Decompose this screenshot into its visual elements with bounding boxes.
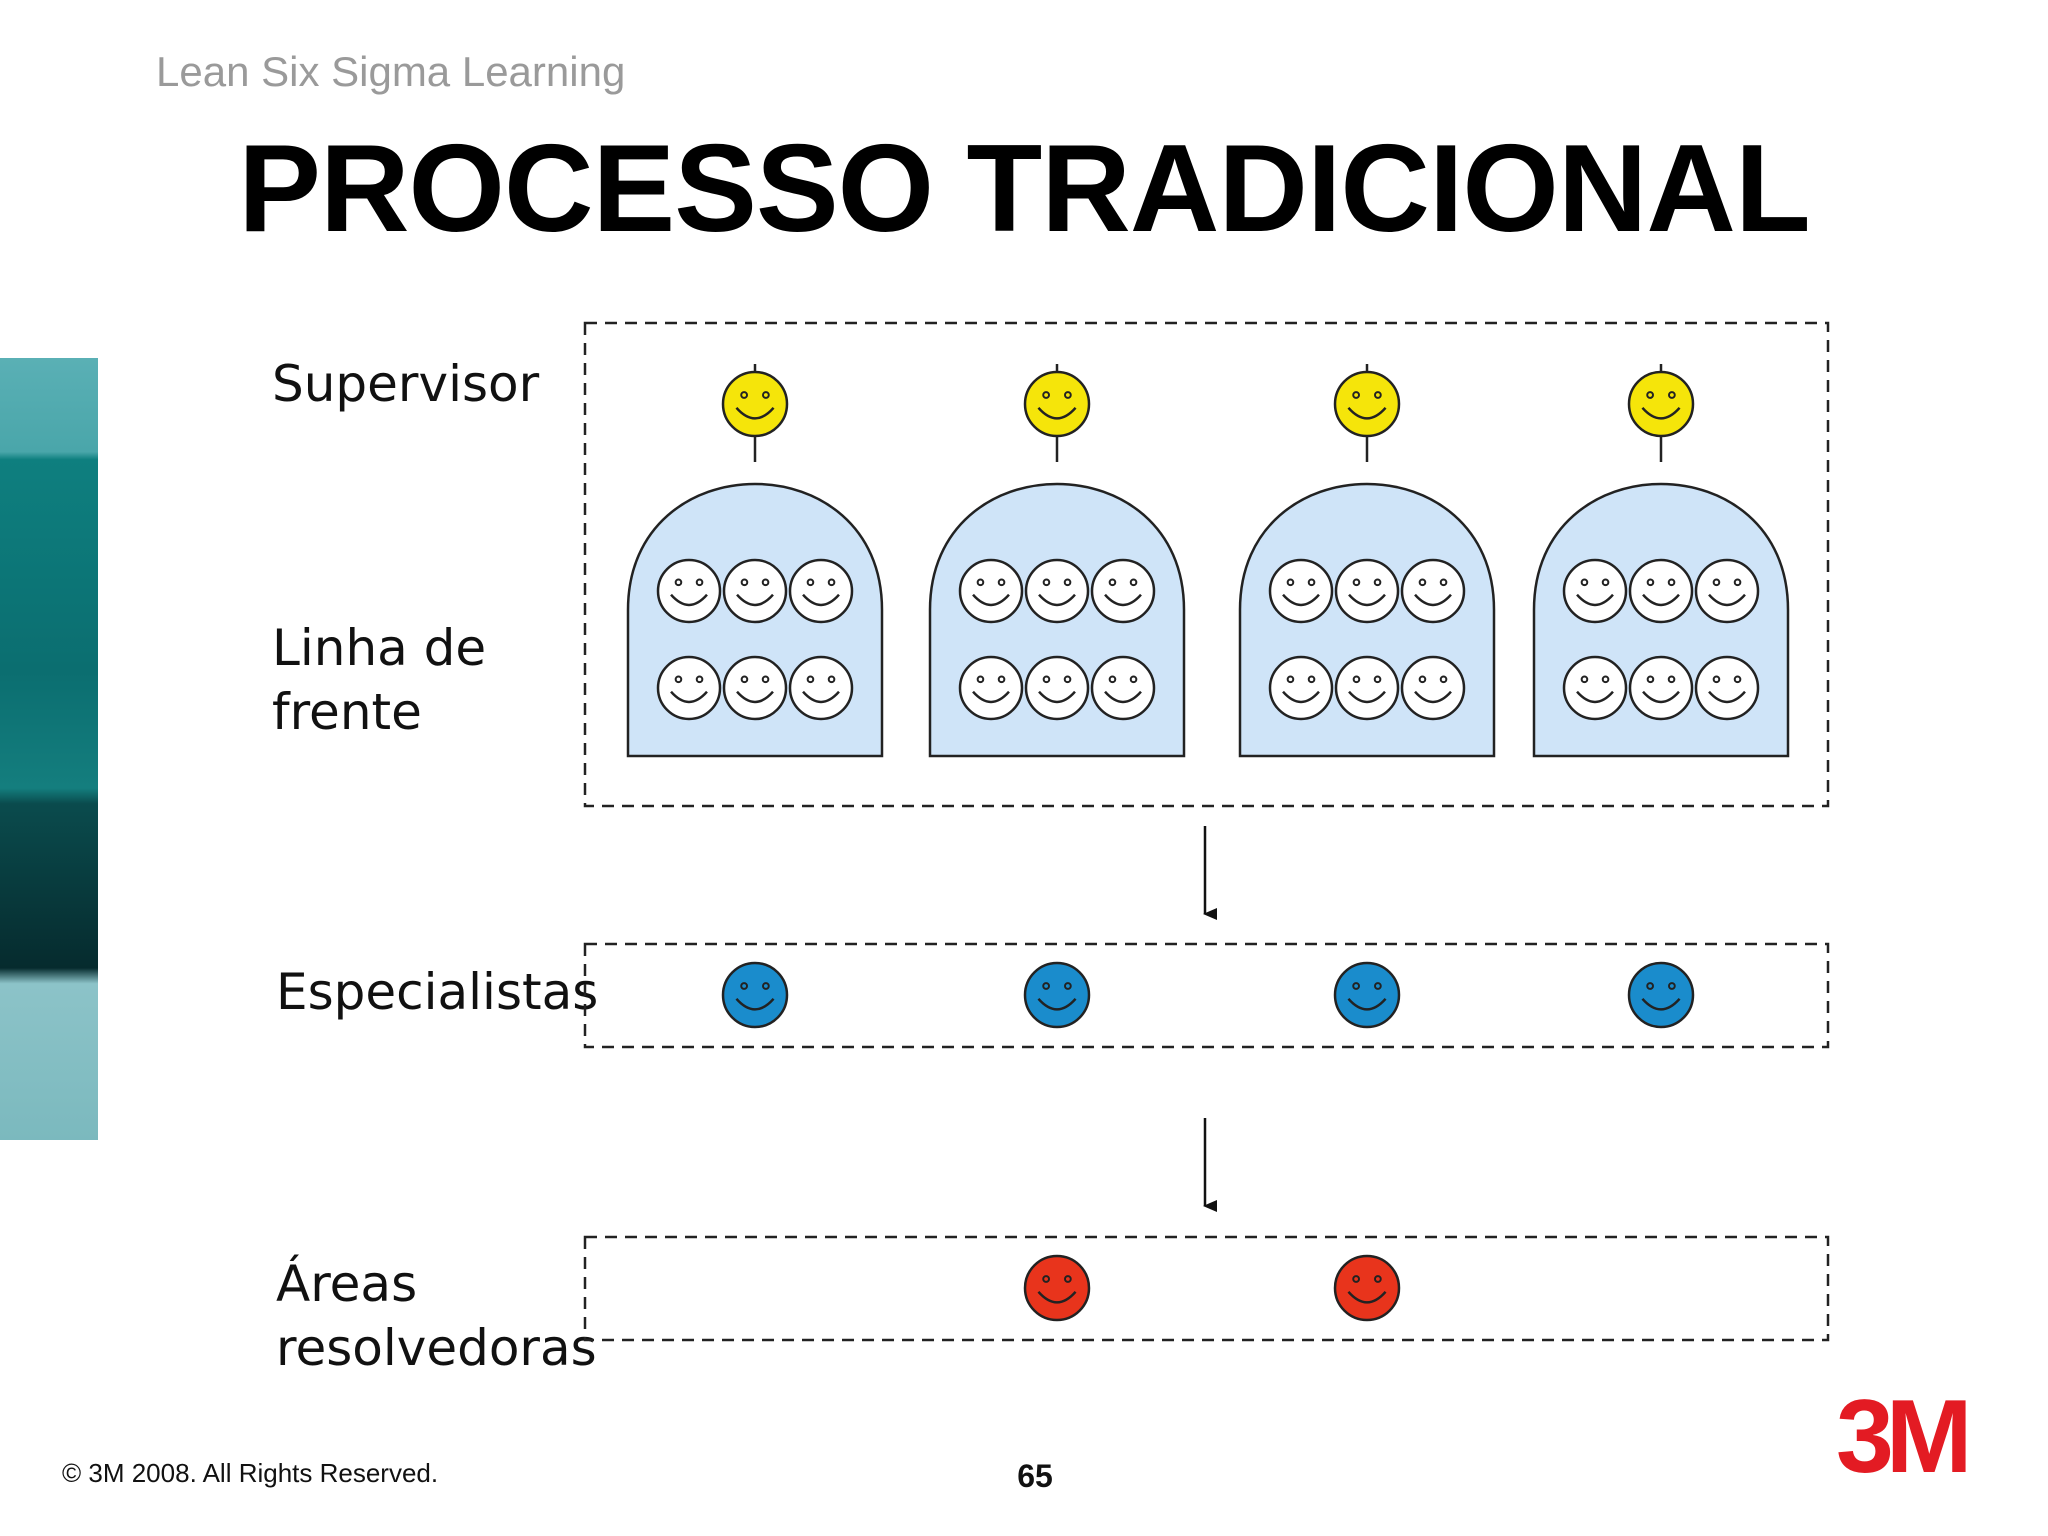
worker-icon [656, 558, 722, 624]
worker-icon [722, 655, 788, 721]
copyright-text: © 3M 2008. All Rights Reserved. [62, 1458, 439, 1488]
supervisor-icon [1023, 370, 1091, 438]
worker-icon [1268, 558, 1334, 624]
resolvers-group-box [583, 1235, 1830, 1342]
worker-icon [1562, 655, 1628, 721]
specialist-icon [721, 961, 789, 1029]
worker-icon [1024, 655, 1090, 721]
page-title: PROCESSO TRADICIONAL [238, 120, 1810, 258]
team-group [1532, 364, 1790, 758]
worker-icon [1562, 558, 1628, 624]
decorative-side-image [0, 358, 98, 1140]
worker-icon [1334, 558, 1400, 624]
team-group [626, 364, 884, 758]
specialist-icon [1023, 961, 1091, 1029]
supervisor-icon [1627, 370, 1695, 438]
row-label-areas-resolvedoras: Áreas resolvedoras [276, 1255, 597, 1377]
worker-icon [1628, 558, 1694, 624]
3m-logo: 3M [1836, 1379, 1973, 1495]
row-label-supervisor: Supervisor [272, 355, 540, 413]
worker-icon [1268, 655, 1334, 721]
specialist-icon [1627, 961, 1695, 1029]
worker-icon [1400, 655, 1466, 721]
worker-icon [722, 558, 788, 624]
worker-icon [656, 655, 722, 721]
worker-icon [1694, 558, 1760, 624]
team-group [928, 364, 1186, 758]
worker-icon [1090, 558, 1156, 624]
specialist-icon [1333, 961, 1401, 1029]
worker-icon [1024, 558, 1090, 624]
worker-icon [1334, 655, 1400, 721]
resolver-icon [1023, 1254, 1091, 1322]
worker-icon [788, 655, 854, 721]
row-label-especialistas: Especialistas [276, 963, 599, 1021]
worker-icon [788, 558, 854, 624]
supervisor-icon [721, 370, 789, 438]
worker-icon [1694, 655, 1760, 721]
course-label: Lean Six Sigma Learning [156, 48, 626, 95]
specialists-group-box [583, 942, 1830, 1049]
supervisor-icon [1333, 370, 1401, 438]
row-label-linha-de-frente: Linha de frente [272, 619, 487, 741]
worker-icon [1628, 655, 1694, 721]
team-group [1238, 364, 1496, 758]
worker-icon [958, 558, 1024, 624]
resolver-icon [1333, 1254, 1401, 1322]
frontline-group-box [583, 321, 1830, 808]
worker-icon [1090, 655, 1156, 721]
worker-icon [1400, 558, 1466, 624]
page-number: 65 [1017, 1458, 1053, 1494]
worker-icon [958, 655, 1024, 721]
